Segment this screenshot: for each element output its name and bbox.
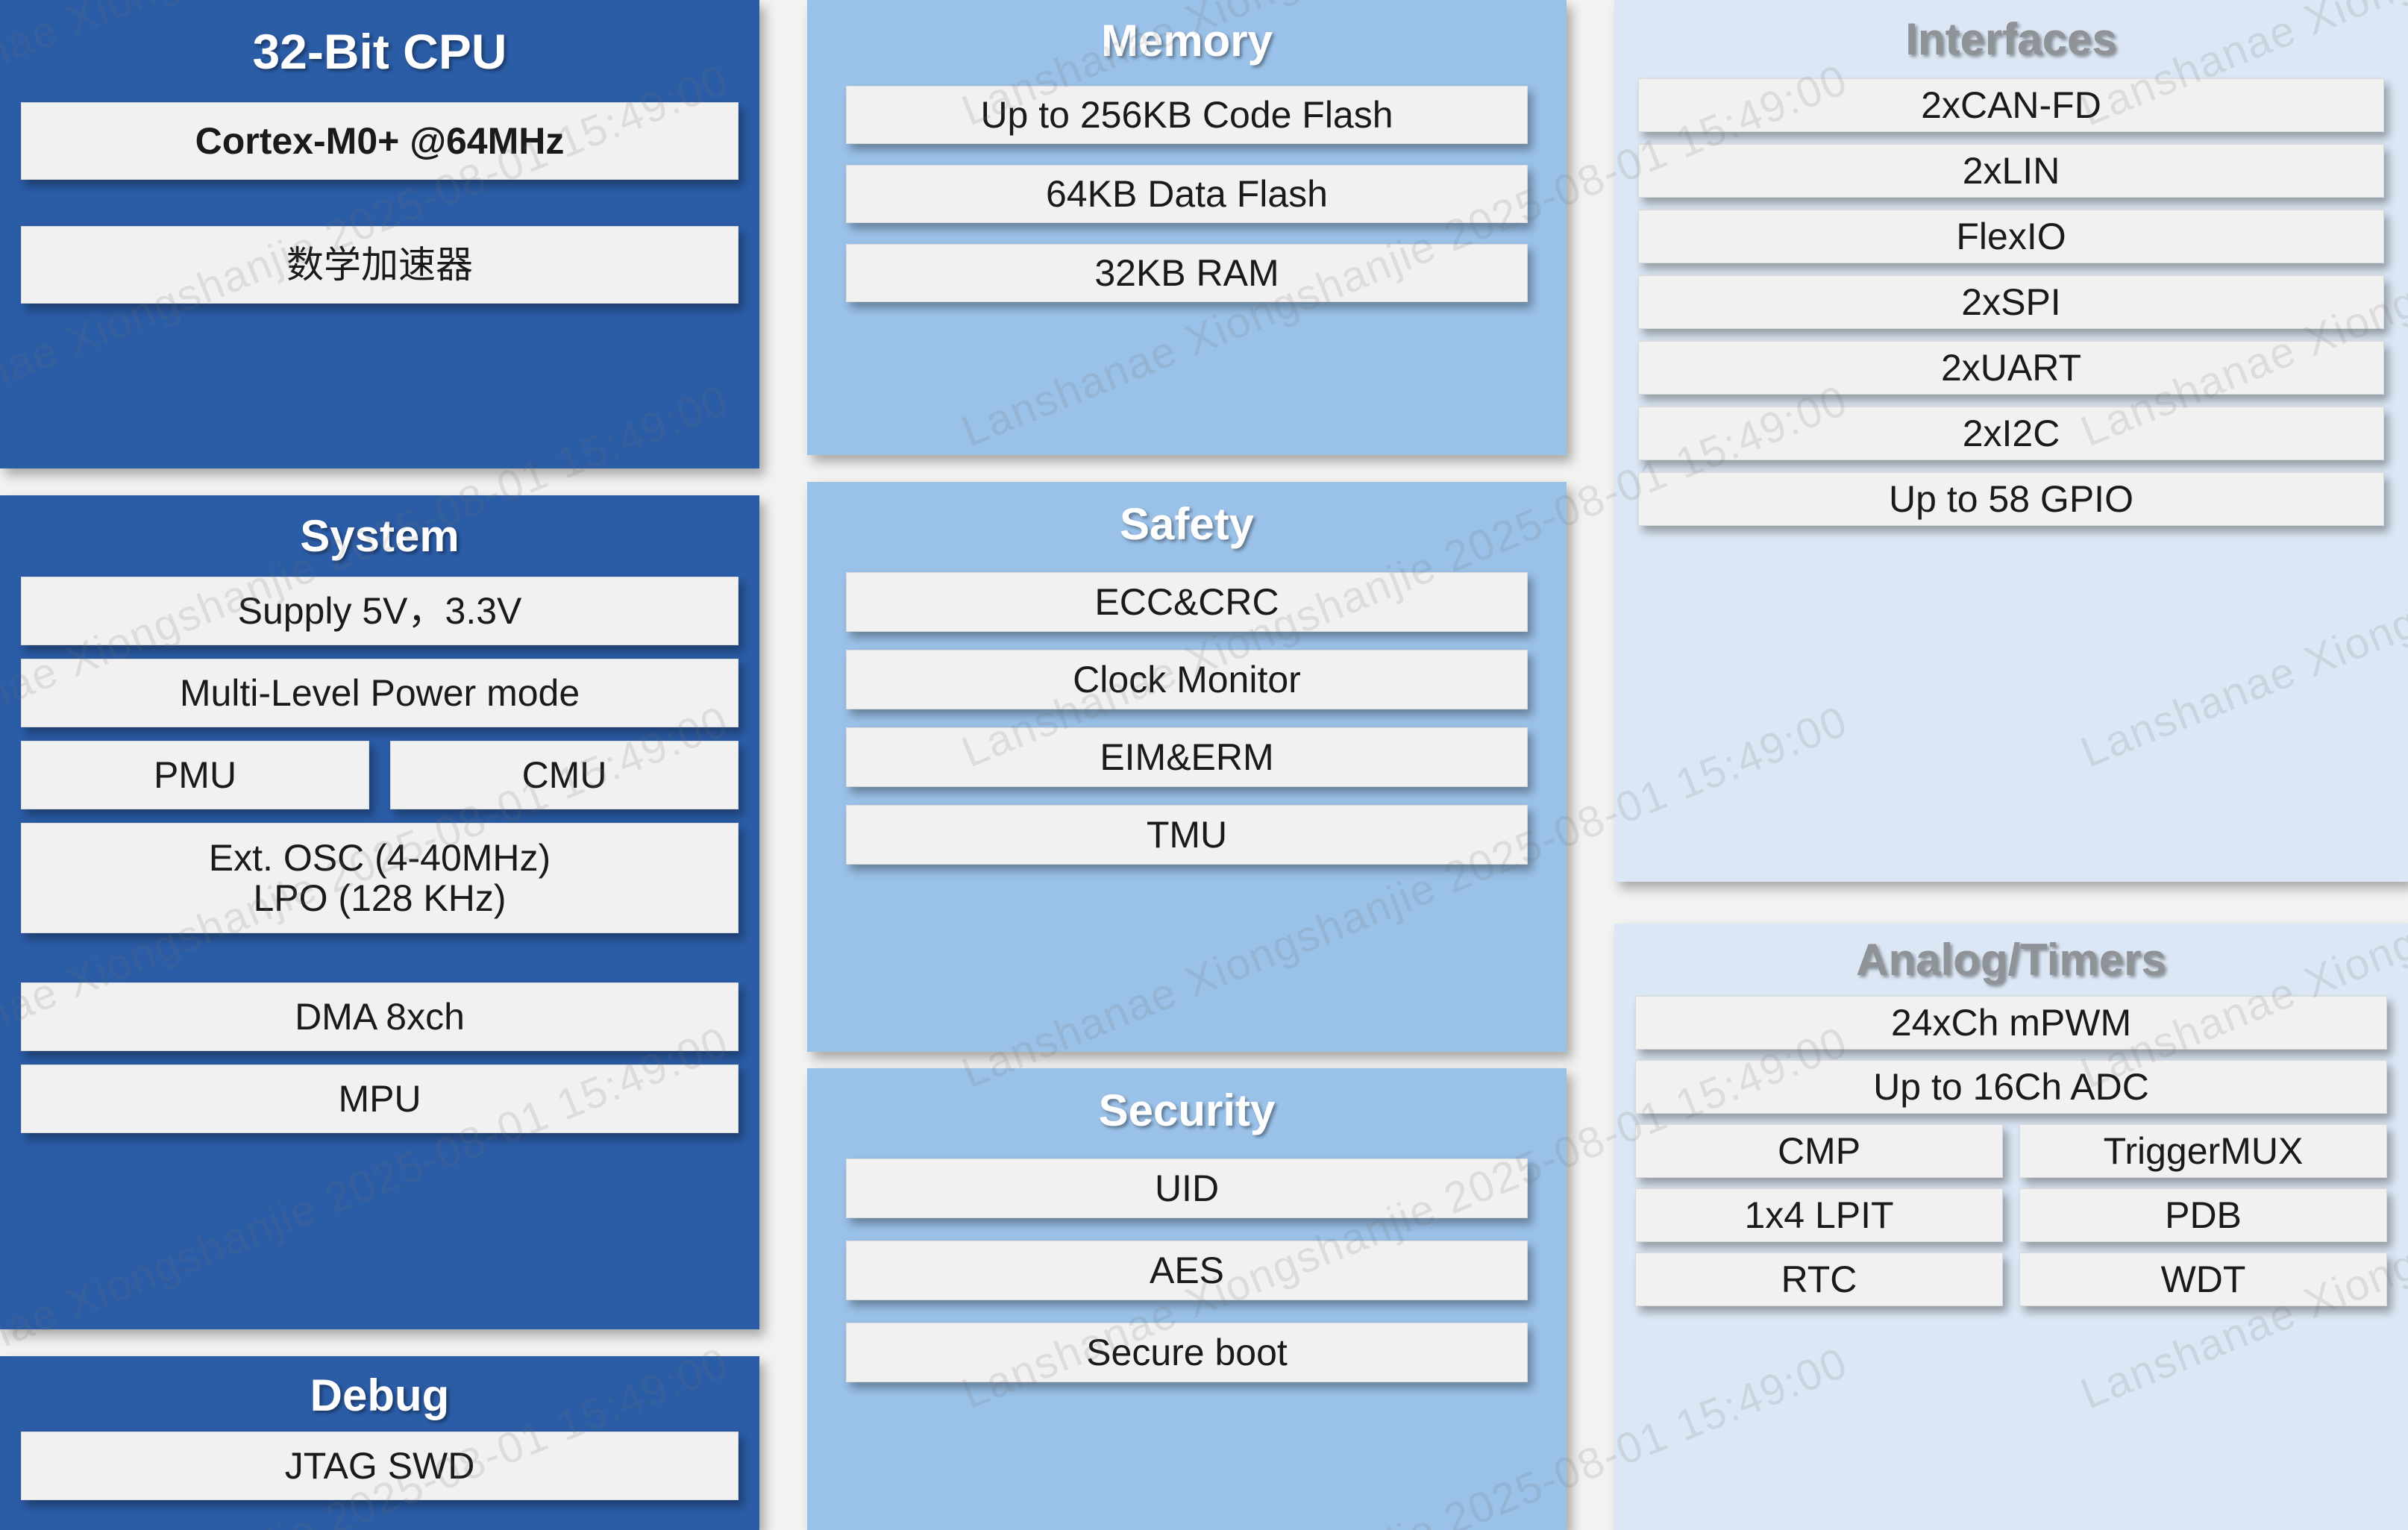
group-debug-title: Debug — [310, 1370, 450, 1420]
group-debug: Debug JTAG SWD — [0, 1356, 759, 1530]
chip-clock-monitor[interactable]: Clock Monitor — [846, 650, 1528, 710]
group-cpu: 32-Bit CPU Cortex-M0+ @64MHz 数学加速器 — [0, 0, 759, 468]
chip-eim-erm[interactable]: EIM&ERM — [846, 727, 1528, 788]
chip-cortex-m0[interactable]: Cortex-M0+ @64MHz — [21, 102, 739, 181]
chip-data-flash[interactable]: 64KB Data Flash — [846, 165, 1528, 224]
group-safety-title: Safety — [1119, 499, 1255, 549]
chip-can-fd[interactable]: 2xCAN-FD — [1638, 78, 2384, 133]
chip-supply[interactable]: Supply 5V，3.3V — [21, 577, 739, 646]
chip-uid[interactable]: UID — [846, 1159, 1528, 1219]
group-analog-timers-title: Analog/Timers — [1856, 935, 2166, 985]
group-memory: Memory Up to 256KB Code Flash 64KB Data … — [807, 0, 1567, 455]
chip-math-accelerator[interactable]: 数学加速器 — [21, 226, 739, 304]
chip-pdb[interactable]: PDB — [2019, 1188, 2387, 1243]
column-left: 32-Bit CPU Cortex-M0+ @64MHz 数学加速器 Syste… — [0, 0, 759, 1530]
analog-row-1: CMP TriggerMUX — [1635, 1124, 2387, 1179]
analog-row-2: 1x4 LPIT PDB — [1635, 1188, 2387, 1243]
group-safety: Safety ECC&CRC Clock Monitor EIM&ERM TMU — [807, 482, 1567, 1052]
group-interfaces: Interfaces 2xCAN-FD 2xLIN FlexIO 2xSPI 2… — [1614, 0, 2408, 882]
group-system: System Supply 5V，3.3V Multi-Level Power … — [0, 495, 759, 1329]
chip-i2c[interactable]: 2xI2C — [1638, 407, 2384, 461]
chip-lpit[interactable]: 1x4 LPIT — [1635, 1188, 2003, 1243]
chip-gpio[interactable]: Up to 58 GPIO — [1638, 472, 2384, 527]
group-safety-items: ECC&CRC Clock Monitor EIM&ERM TMU — [846, 572, 1528, 865]
group-system-items: Supply 5V，3.3V Multi-Level Power mode PM… — [21, 577, 739, 1134]
group-security: Security UID AES Secure boot — [807, 1068, 1567, 1530]
chip-aes[interactable]: AES — [846, 1241, 1528, 1301]
group-cpu-items: Cortex-M0+ @64MHz 数学加速器 — [21, 102, 739, 304]
chip-secure-boot[interactable]: Secure boot — [846, 1323, 1528, 1383]
group-security-items: UID AES Secure boot — [846, 1159, 1528, 1383]
chip-rtc[interactable]: RTC — [1635, 1252, 2003, 1307]
chip-flexio[interactable]: FlexIO — [1638, 210, 2384, 264]
chip-ecc-crc[interactable]: ECC&CRC — [846, 572, 1528, 633]
group-memory-items: Up to 256KB Code Flash 64KB Data Flash 3… — [846, 86, 1528, 303]
chip-code-flash[interactable]: Up to 256KB Code Flash — [846, 86, 1528, 145]
chip-tmu[interactable]: TMU — [846, 805, 1528, 865]
chip-multi-level-power-mode[interactable]: Multi-Level Power mode — [21, 659, 739, 728]
chip-lin[interactable]: 2xLIN — [1638, 144, 2384, 198]
chip-mpu[interactable]: MPU — [21, 1065, 739, 1134]
group-analog-timers: Analog/Timers 24xCh mPWM Up to 16Ch ADC … — [1614, 924, 2408, 1530]
group-system-title: System — [300, 511, 460, 561]
analog-row-3: RTC WDT — [1635, 1252, 2387, 1307]
group-debug-items: JTAG SWD — [21, 1432, 739, 1501]
chip-wdt[interactable]: WDT — [2019, 1252, 2387, 1307]
group-security-title: Security — [1098, 1085, 1276, 1135]
chip-cmu[interactable]: CMU — [390, 741, 739, 810]
chip-cmp[interactable]: CMP — [1635, 1124, 2003, 1179]
system-pmu-cmu-row: PMU CMU — [21, 741, 739, 810]
column-middle: Memory Up to 256KB Code Flash 64KB Data … — [807, 0, 1567, 1530]
chip-spi[interactable]: 2xSPI — [1638, 275, 2384, 330]
group-interfaces-title: Interfaces — [1905, 14, 2117, 64]
group-cpu-title: 32-Bit CPU — [252, 24, 507, 79]
column-right: Interfaces 2xCAN-FD 2xLIN FlexIO 2xSPI 2… — [1614, 0, 2408, 1530]
group-interfaces-items: 2xCAN-FD 2xLIN FlexIO 2xSPI 2xUART 2xI2C… — [1638, 78, 2384, 527]
chip-triggermux[interactable]: TriggerMUX — [2019, 1124, 2387, 1179]
chip-jtag-swd[interactable]: JTAG SWD — [21, 1432, 739, 1501]
chip-ext-osc-lpo[interactable]: Ext. OSC (4-40MHz) LPO (128 KHz) — [21, 823, 739, 934]
chip-adc[interactable]: Up to 16Ch ADC — [1635, 1060, 2387, 1114]
chip-ram[interactable]: 32KB RAM — [846, 244, 1528, 303]
chip-pmu[interactable]: PMU — [21, 741, 369, 810]
group-analog-timers-items: 24xCh mPWM Up to 16Ch ADC CMP TriggerMUX… — [1635, 996, 2387, 1307]
chip-uart[interactable]: 2xUART — [1638, 341, 2384, 395]
group-memory-title: Memory — [1100, 16, 1273, 66]
chip-dma[interactable]: DMA 8xch — [21, 982, 739, 1052]
chip-mpwm[interactable]: 24xCh mPWM — [1635, 996, 2387, 1050]
